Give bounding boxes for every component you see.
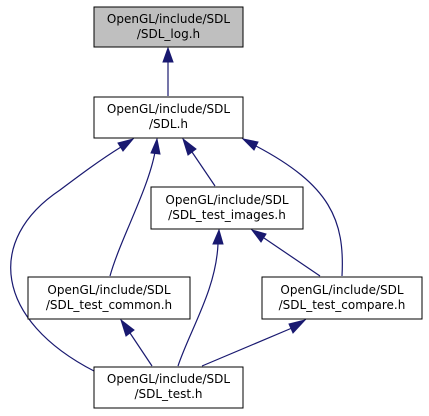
node-label-line1: OpenGL/include/SDL bbox=[280, 283, 403, 297]
edge-test-to-test-compare bbox=[201, 327, 293, 367]
node-sdl-test-images[interactable]: OpenGL/include/SDL /SDL_test_images.h bbox=[150, 186, 304, 230]
node-box bbox=[93, 96, 244, 139]
arrowhead-test-compare-from-test bbox=[288, 319, 307, 334]
arrowhead-test-common-from-test bbox=[120, 318, 135, 337]
edge-test-to-test-images bbox=[177, 243, 219, 367]
arrowhead-sdl-log bbox=[162, 46, 174, 63]
node-sdl[interactable]: OpenGL/include/SDL /SDL.h bbox=[93, 96, 244, 139]
node-label-line2: /SDL_test_common.h bbox=[46, 298, 172, 312]
node-box bbox=[27, 276, 191, 320]
node-label-line1: OpenGL/include/SDL bbox=[107, 102, 230, 116]
arrowhead-test-images-from-test bbox=[212, 228, 224, 245]
arrowhead-sdl-from-test-common bbox=[150, 137, 161, 155]
node-box bbox=[93, 6, 244, 48]
node-label-line1: OpenGL/include/SDL bbox=[47, 283, 170, 297]
arrowhead-sdl-from-test-compare bbox=[241, 138, 259, 151]
node-label-line2: /SDL.h bbox=[149, 117, 188, 131]
node-sdl-test[interactable]: OpenGL/include/SDL /SDL_test.h bbox=[93, 366, 244, 409]
node-box bbox=[93, 366, 244, 409]
node-label-line2: /SDL_test_images.h bbox=[168, 208, 286, 222]
edge-test-images-to-sdl bbox=[191, 151, 216, 187]
node-sdl-test-common[interactable]: OpenGL/include/SDL /SDL_test_common.h bbox=[27, 276, 191, 320]
node-box bbox=[150, 186, 304, 230]
arrowhead-sdl-from-test bbox=[117, 138, 135, 152]
node-box bbox=[261, 276, 423, 320]
node-sdl-test-compare[interactable]: OpenGL/include/SDL /SDL_test_compare.h bbox=[261, 276, 423, 320]
arrowhead-test-images-from-test-compare bbox=[250, 229, 267, 243]
node-label-line2: /SDL_test_compare.h bbox=[279, 298, 406, 312]
node-label-line2: /SDL_test.h bbox=[134, 387, 202, 401]
edge-test-common-to-sdl bbox=[109, 151, 156, 277]
node-sdl-log[interactable]: OpenGL/include/SDL /SDL_log.h bbox=[93, 6, 244, 48]
edges-group bbox=[10, 46, 343, 372]
edge-test-to-test-common bbox=[129, 332, 153, 367]
node-label-line1: OpenGL/include/SDL bbox=[165, 193, 288, 207]
edge-test-to-sdl bbox=[10, 146, 122, 372]
edge-test-compare-to-sdl bbox=[255, 145, 343, 277]
edge-test-compare-to-test-images bbox=[263, 237, 321, 277]
node-label-line1: OpenGL/include/SDL bbox=[107, 372, 230, 386]
nodes-group: OpenGL/include/SDL /SDL_log.h OpenGL/inc… bbox=[27, 6, 423, 409]
node-label-line1: OpenGL/include/SDL bbox=[107, 12, 230, 26]
arrowhead-sdl-from-test-images bbox=[182, 137, 197, 156]
node-label-line2: /SDL_log.h bbox=[137, 27, 200, 41]
